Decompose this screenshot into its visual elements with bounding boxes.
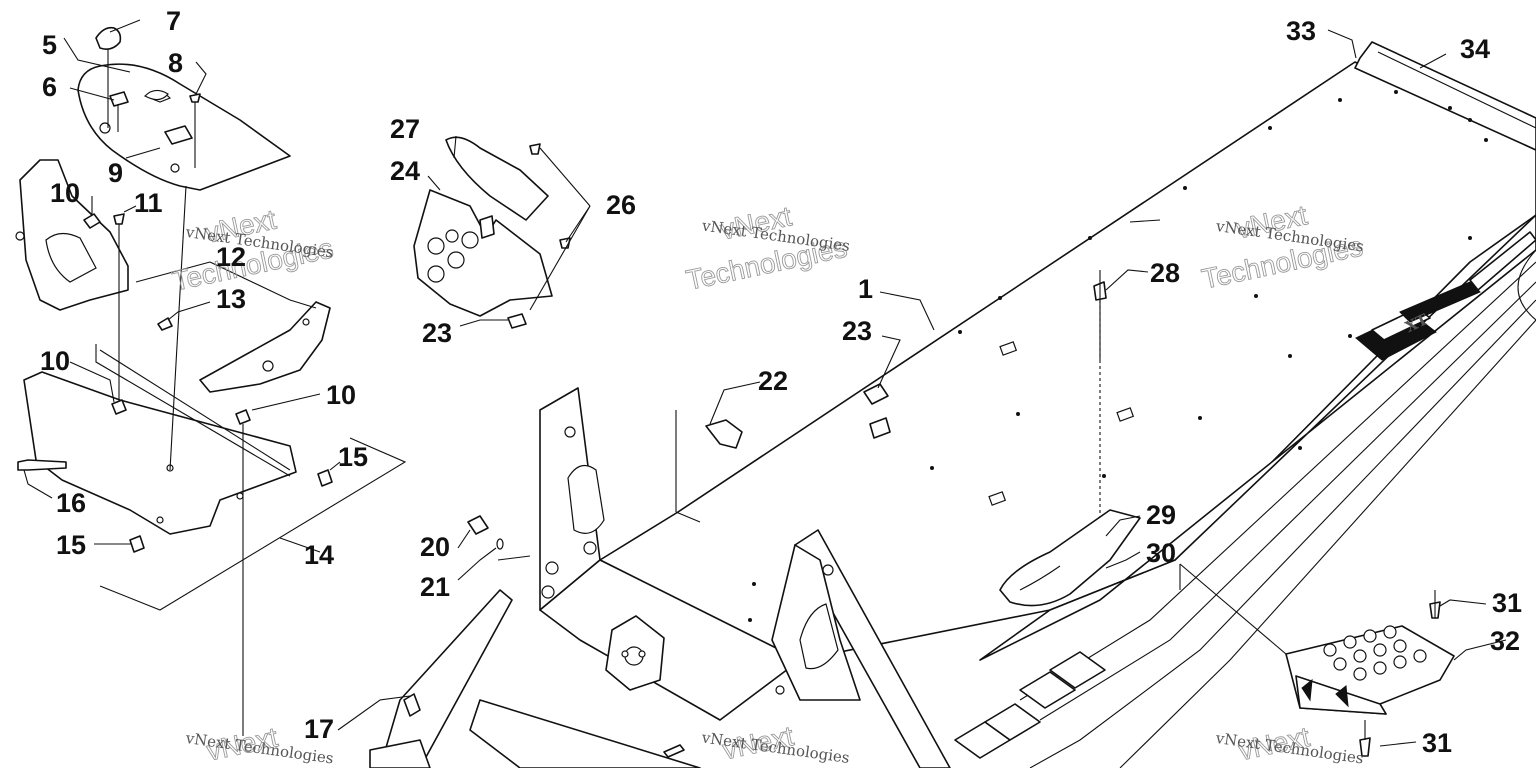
callout-6: 6 <box>42 72 57 102</box>
callout-1: 1 <box>858 274 873 304</box>
callout-16: 16 <box>56 488 86 518</box>
callout-7: 7 <box>166 6 181 36</box>
callout-17: 17 <box>304 714 334 744</box>
callout-24: 24 <box>390 156 420 186</box>
callout-8: 8 <box>168 48 183 78</box>
callout-20: 20 <box>420 532 450 562</box>
callout-31-bottom: 31 <box>1422 728 1452 758</box>
bumper-bracket <box>413 136 571 329</box>
left-bracket-assembly <box>15 159 407 736</box>
callout-10-top: 10 <box>50 178 80 208</box>
tunnel-assembly: XT <box>599 41 1536 768</box>
callout-9: 9 <box>108 158 123 188</box>
callout-32: 32 <box>1490 626 1520 656</box>
callout-27: 27 <box>390 114 420 144</box>
callout-15-right: 15 <box>338 442 368 472</box>
callout-10-left: 10 <box>40 346 70 376</box>
callout-10-right: 10 <box>326 380 356 410</box>
callout-labels: 1 5 6 7 8 9 10 10 10 11 12 13 14 15 15 1… <box>40 6 1522 758</box>
callout-13: 13 <box>216 284 246 314</box>
callout-28: 28 <box>1150 258 1180 288</box>
callout-14: 14 <box>304 540 334 570</box>
callout-26: 26 <box>606 190 636 220</box>
callout-22: 22 <box>758 366 788 396</box>
callout-29: 29 <box>1146 500 1176 530</box>
callout-15-left: 15 <box>56 530 86 560</box>
rivet-holes <box>748 90 1488 622</box>
callout-21: 21 <box>420 572 450 602</box>
callout-31-top: 31 <box>1492 588 1522 618</box>
leader-lines <box>23 19 1507 747</box>
callout-33: 33 <box>1286 16 1316 46</box>
watermarks: vNext Technologies vNext Technologies vN… <box>169 199 1366 768</box>
callout-30: 30 <box>1146 538 1176 568</box>
callout-34: 34 <box>1460 34 1490 64</box>
footrest-assembly <box>1285 590 1455 757</box>
fasteners <box>467 270 1141 607</box>
callout-12: 12 <box>216 242 246 272</box>
callout-23-right: 23 <box>842 316 872 346</box>
front-frame <box>369 387 951 768</box>
callout-23-left: 23 <box>422 318 452 348</box>
cover-assembly <box>77 26 291 191</box>
callout-11: 11 <box>134 188 163 218</box>
callout-5: 5 <box>42 30 57 60</box>
